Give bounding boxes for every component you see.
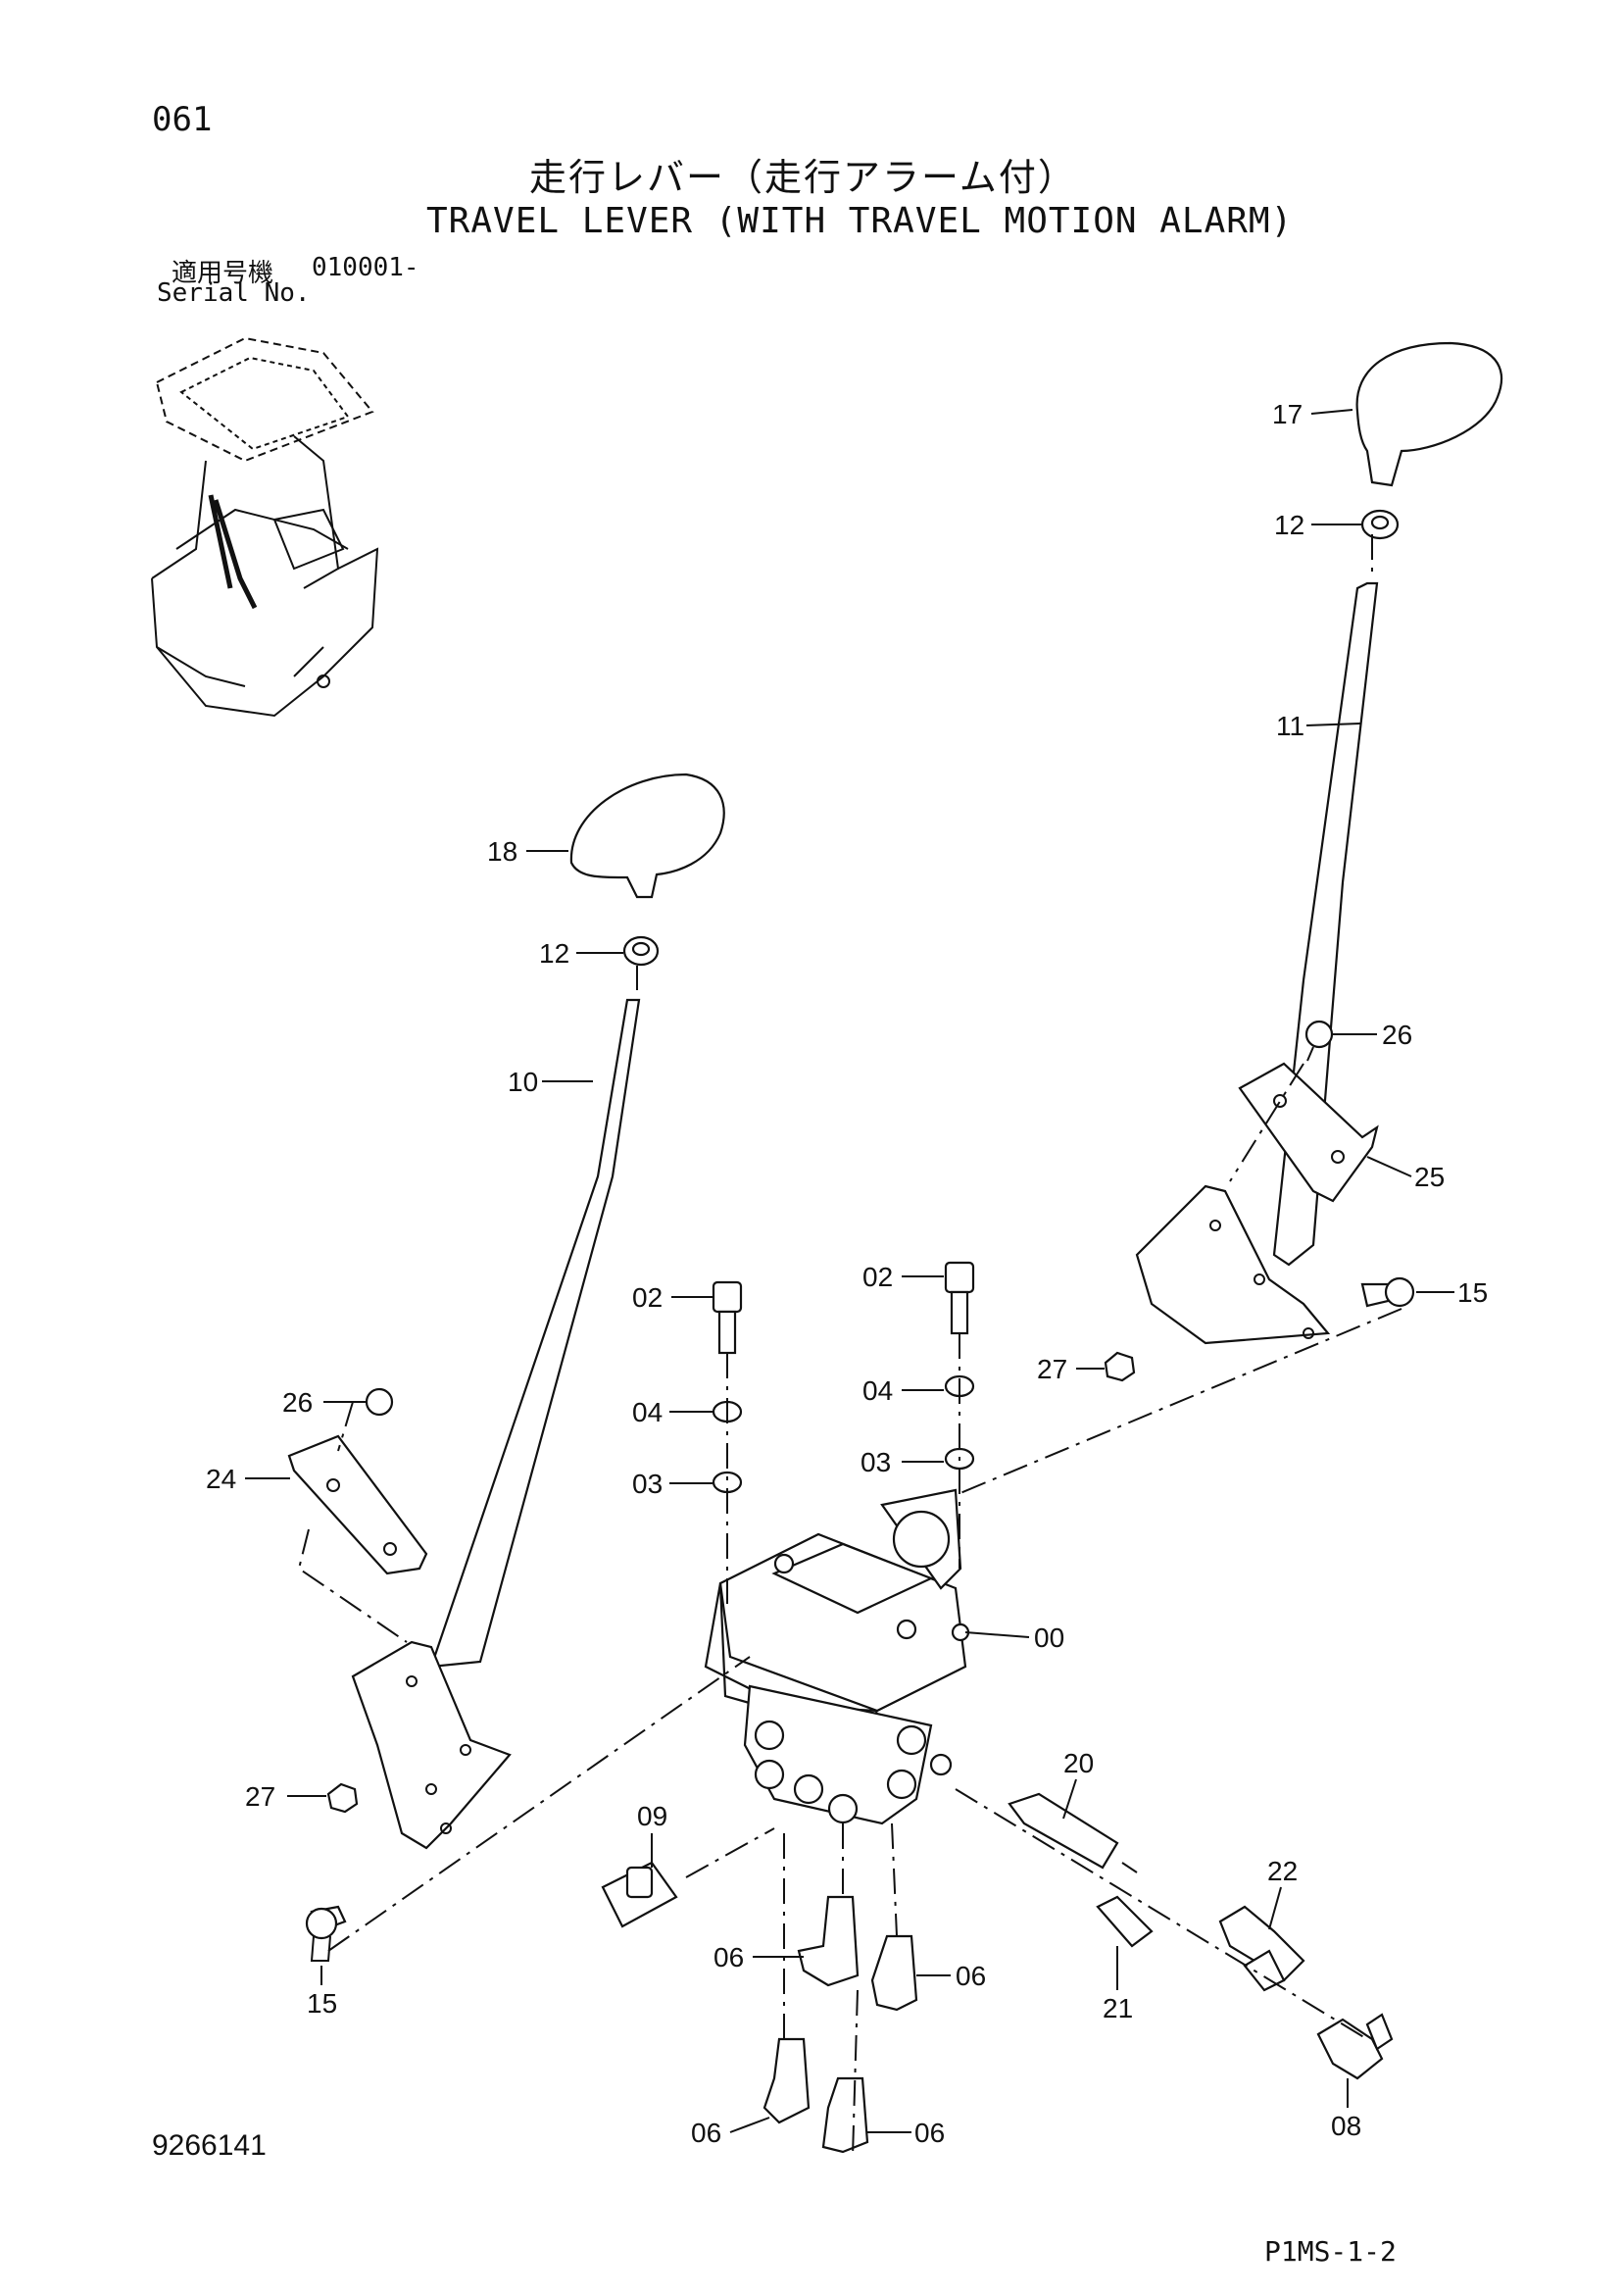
callout-26: 26 (1382, 1020, 1412, 1050)
callout-08: 08 (1331, 2111, 1361, 2141)
elbow-06-b (870, 1934, 918, 2012)
serial-from: 010001- (312, 253, 419, 282)
callout-18: 18 (487, 836, 517, 867)
title-english: TRAVEL LEVER (WITH TRAVEL MOTION ALARM) (426, 201, 1294, 241)
sheet-code: P1MS-1-2 (1264, 2235, 1397, 2268)
callout-24: 24 (206, 1464, 236, 1494)
callout-22: 22 (1267, 1856, 1298, 1886)
callout-03: 03 (861, 1447, 891, 1477)
callout-15: 15 (1457, 1277, 1488, 1308)
callout-02: 02 (862, 1262, 893, 1292)
serial-label: Serial No. (157, 278, 311, 308)
page-code: 061 (152, 100, 213, 139)
elbow-06-a (797, 1895, 860, 1987)
callout-21: 21 (1103, 1993, 1133, 2023)
callout-20: 20 (1063, 1748, 1094, 1778)
callout-11: 11 (1276, 711, 1304, 741)
callout-04: 04 (632, 1397, 663, 1427)
elbow-06-c (762, 2037, 811, 2124)
callout-25: 25 (1414, 1162, 1445, 1192)
applicability-label: 適用号機 (172, 259, 274, 288)
callout-06: 06 (914, 2118, 945, 2148)
callout-26: 26 (282, 1387, 313, 1418)
assembly-lines (297, 534, 1402, 2158)
callout-09: 09 (637, 1801, 667, 1831)
fitting-08 (1316, 2013, 1394, 2080)
callout-06: 06 (956, 1961, 986, 1991)
left-bolt-26 (365, 1387, 394, 1417)
right-nut-12 (1360, 509, 1400, 540)
left-nut-12 (622, 935, 660, 967)
callout-17: 17 (1272, 399, 1303, 429)
callout-27: 27 (245, 1781, 275, 1812)
leader-lines (245, 409, 1454, 2133)
machine-overview-illustration (151, 336, 379, 718)
callout-12: 12 (539, 938, 569, 969)
right-base-plate (1135, 1184, 1331, 1345)
left-bolt-02 (712, 1280, 743, 1355)
right-bolt-26 (1304, 1020, 1334, 1062)
pilot-valve-00 (704, 1488, 970, 1825)
callout-10: 10 (508, 1067, 538, 1097)
callout-27: 27 (1037, 1354, 1067, 1384)
callout-06: 06 (713, 1942, 744, 1972)
right-bolt-15 (1360, 1276, 1415, 1308)
fitting-20 (1008, 1792, 1138, 1873)
left-bracket-24 (287, 1434, 428, 1575)
right-nut-27 (1104, 1351, 1136, 1382)
left-lever-10 (429, 998, 641, 1669)
left-grip-18 (569, 773, 725, 899)
callout-12: 12 (1274, 510, 1304, 540)
fitting-21 (1096, 1895, 1154, 1948)
left-base-plate (351, 1640, 512, 1850)
callout-06: 06 (691, 2118, 721, 2148)
title-japanese: 走行レバー（走行アラーム付） (529, 156, 1077, 199)
elbow-06-d (821, 2076, 869, 2154)
right-grip-17 (1355, 341, 1502, 487)
callout-00: 00 (1034, 1622, 1064, 1653)
left-nut-27 (326, 1782, 359, 1814)
callout-03: 03 (632, 1469, 663, 1499)
right-bolt-02 (944, 1261, 975, 1335)
callout-02: 02 (632, 1282, 663, 1313)
callout-15: 15 (307, 1988, 337, 2019)
switch-09 (601, 1861, 678, 1928)
callout-04: 04 (862, 1375, 893, 1406)
left-bolt-15 (305, 1905, 347, 1962)
document-number: 9266141 (152, 2129, 267, 2162)
fitting-22 (1218, 1905, 1305, 1992)
